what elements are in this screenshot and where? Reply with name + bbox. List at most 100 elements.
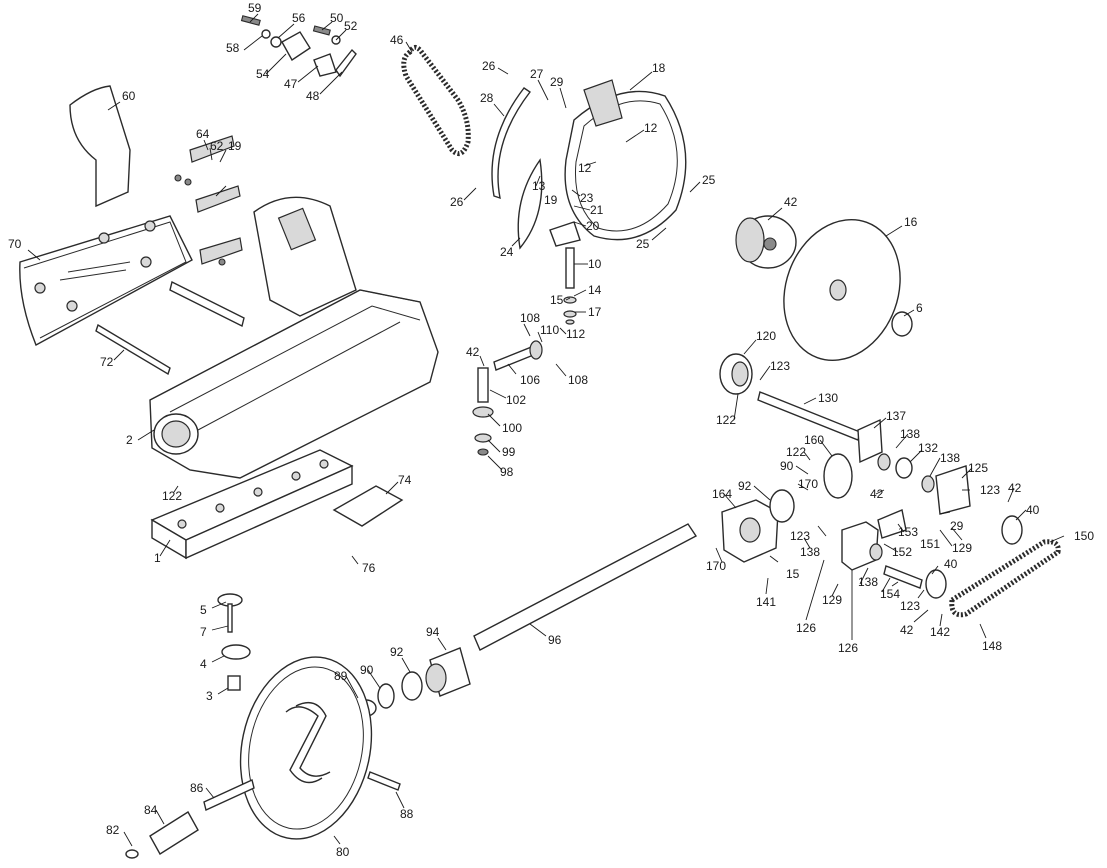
upper-chain-part: [401, 44, 471, 157]
callout-label: 123: [900, 599, 920, 613]
callout-label: 12: [644, 121, 658, 135]
callout-label: 16: [904, 215, 918, 229]
leader-lines: [27, 13, 1065, 847]
callout-label: 40: [1026, 503, 1040, 517]
callout-label: 86: [190, 781, 204, 795]
callout-label: 50: [330, 11, 344, 25]
hand-roller-part: [125, 779, 255, 859]
callout-label: 84: [144, 803, 158, 817]
callout-label: 82: [106, 823, 120, 837]
callout-label: 108: [520, 311, 540, 325]
callout-label: 56: [292, 11, 306, 25]
callout-label: 123: [790, 529, 810, 543]
callout-label: 3: [206, 689, 213, 703]
callout-label: 19: [544, 193, 558, 207]
callout-label: 126: [796, 621, 816, 635]
curved-flap-part: [517, 158, 543, 250]
callout-label: 88: [400, 807, 414, 821]
callout-label: 26: [482, 59, 496, 73]
callout-label: 123: [770, 359, 790, 373]
drive-shaft-part: [493, 340, 543, 371]
callout-label: 5: [200, 603, 207, 617]
callout-label: 60: [122, 89, 136, 103]
callout-label: 132: [918, 441, 938, 455]
callout-label: 106: [520, 373, 540, 387]
callout-label: 100: [502, 421, 522, 435]
vertical-shaft-part: [563, 247, 577, 325]
callout-label: 151: [920, 537, 940, 551]
callout-label: 120: [756, 329, 776, 343]
callout-label: 170: [706, 559, 726, 573]
callout-label: 142: [930, 625, 950, 639]
callout-label: 64: [196, 127, 210, 141]
rod-part: [95, 280, 245, 376]
callout-label: 15: [786, 567, 800, 581]
callout-label: 6: [916, 301, 923, 315]
callout-label: 170: [798, 477, 818, 491]
callout-label: 70: [8, 237, 22, 251]
top-hardware-part: [240, 15, 357, 78]
main-shaft-part: [473, 523, 698, 651]
callout-label: 164: [712, 487, 732, 501]
callout-label: 13: [532, 179, 546, 193]
callout-label: 74: [398, 473, 412, 487]
callout-label: 54: [256, 67, 270, 81]
callout-label: 89: [334, 669, 348, 683]
callout-label: 76: [362, 561, 376, 575]
callout-label: 148: [982, 639, 1002, 653]
arc-guard-part: [491, 87, 532, 200]
callout-label: 72: [100, 355, 114, 369]
callout-label: 160: [804, 433, 824, 447]
callout-label: 18: [652, 61, 666, 75]
callout-label: 154: [880, 587, 900, 601]
callout-label: 122: [786, 445, 806, 459]
main-frame-part: [149, 196, 439, 479]
callout-label: 90: [780, 459, 794, 473]
pin-part: [367, 771, 401, 791]
callout-label: 122: [162, 489, 182, 503]
callout-label: 108: [568, 373, 588, 387]
callout-label: 52: [344, 19, 358, 33]
callout-label: 126: [838, 641, 858, 655]
callout-label: 92: [738, 479, 752, 493]
callout-label: 25: [702, 173, 716, 187]
callout-label: 59: [248, 1, 262, 15]
callout-label: 15: [550, 293, 564, 307]
callout-label: 80: [336, 845, 350, 859]
blade-guard-part: [19, 215, 193, 346]
callout-label: 19: [228, 139, 242, 153]
callout-label: 94: [426, 625, 440, 639]
callout-label: 112: [566, 327, 585, 341]
callout-label: 42: [466, 345, 480, 359]
base-plate-part: [150, 449, 354, 560]
blade-housing-part: [549, 79, 687, 247]
callout-label: 42: [1008, 481, 1022, 495]
callout-label: 28: [480, 91, 494, 105]
callout-label: 48: [306, 89, 320, 103]
mid-bearing-block-part: [841, 509, 907, 571]
callout-label: 122: [716, 413, 736, 427]
blade-disc-part: [783, 218, 913, 362]
callout-label: 141: [756, 595, 776, 609]
callout-label: 17: [588, 305, 602, 319]
callout-label: 125: [968, 461, 988, 475]
callout-label: 7: [200, 625, 207, 639]
callout-label: 42: [784, 195, 798, 209]
callout-label: 110: [540, 323, 559, 337]
callout-label: 150: [1074, 529, 1094, 543]
callout-label: 99: [502, 445, 516, 459]
callout-label: 12: [578, 161, 592, 175]
callout-label: 96: [548, 633, 562, 647]
callout-label: 1: [154, 551, 161, 565]
mounting-plate-part: [332, 485, 404, 527]
callout-label: 40: [944, 557, 958, 571]
callout-label: 138: [940, 451, 960, 465]
foot-part: [217, 593, 251, 691]
callout-label: 138: [900, 427, 920, 441]
lower-bearing-block-part: [721, 489, 795, 563]
callout-label: 2: [126, 433, 133, 447]
callout-label: 58: [226, 41, 240, 55]
callout-label: 20: [586, 219, 600, 233]
callout-label: 102: [506, 393, 526, 407]
pulley-wheel-part: [239, 656, 373, 840]
